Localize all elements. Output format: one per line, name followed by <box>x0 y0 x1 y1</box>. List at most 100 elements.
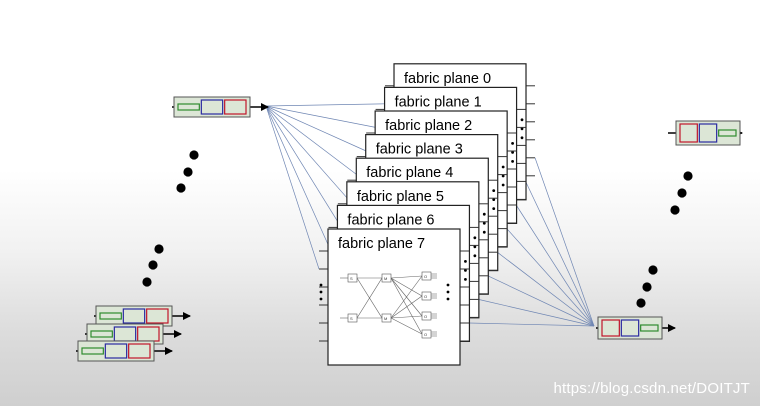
output-link <box>478 299 595 327</box>
input-link <box>265 105 329 246</box>
input-link <box>265 105 367 152</box>
input-link <box>265 105 320 270</box>
watermark-text: https://blog.csdn.net/DOITJT <box>553 380 750 397</box>
input-queue-stack-3 <box>76 340 173 362</box>
port-ellipsis-dot <box>482 212 486 216</box>
output-link <box>487 275 595 327</box>
packet-queues <box>76 96 743 362</box>
output-switch-label: O <box>424 314 427 319</box>
fabric-planes-stack: fabric plane 0 fabric plane 1 fabric plane… <box>319 63 536 366</box>
cell-blue <box>698 123 718 143</box>
ellipsis-dot <box>148 260 158 270</box>
port-ellipsis-dot <box>446 297 450 301</box>
input-switch-label: S <box>350 316 353 321</box>
port-ellipsis-dot <box>492 207 496 211</box>
port-ellipsis-dot <box>464 260 467 263</box>
ellipsis-dot <box>648 265 658 275</box>
port-ellipsis-dot <box>319 283 323 287</box>
cell-blue <box>122 308 146 324</box>
output-link <box>506 228 595 327</box>
cell-blue <box>104 343 128 359</box>
middle-switch-label: M <box>384 316 387 321</box>
port-ellipsis-dot <box>473 254 477 258</box>
output-switch-label: O <box>424 332 427 337</box>
fabric-plane-label: fabric plane 2 <box>385 118 472 134</box>
fabric-plane-7: fabric plane 7 <box>319 228 469 366</box>
port-ellipsis-dot <box>464 269 467 272</box>
ellipsis-dot <box>683 171 693 181</box>
output-switch-label: O <box>424 274 427 279</box>
fabric-links <box>265 103 595 327</box>
port-ellipsis-dot <box>520 118 524 122</box>
middle-switch <box>381 273 392 283</box>
input-switch-label: S <box>350 276 353 281</box>
port-ellipsis-dot <box>482 230 486 234</box>
cell-green <box>177 103 200 111</box>
cell-blue <box>200 99 224 115</box>
port-ellipsis-dot <box>511 151 514 154</box>
port-ellipsis-dot <box>511 160 514 163</box>
output-link <box>468 322 595 327</box>
packet-queue-box <box>77 340 155 362</box>
ellipsis-dot <box>670 205 680 215</box>
ellipsis-dot <box>189 150 199 160</box>
packet-queue-box <box>675 120 741 146</box>
port-ellipsis-dot <box>501 165 505 169</box>
input-switch <box>347 313 358 323</box>
ellipsis-dot <box>183 167 193 177</box>
internal-link <box>390 315 423 319</box>
cell-green <box>99 312 122 320</box>
cell-green <box>718 129 737 137</box>
fabric-plane-box <box>327 228 461 366</box>
internal-link <box>356 277 383 319</box>
internal-link <box>390 277 423 297</box>
ellipsis-dot <box>154 244 164 254</box>
input-link <box>265 105 357 175</box>
cell-red <box>128 343 151 359</box>
output-link <box>534 157 595 327</box>
internal-link <box>390 295 423 319</box>
ellipsis-dots <box>142 150 693 308</box>
port-ellipsis-dot <box>520 136 524 140</box>
port-ellipsis-dot <box>319 290 323 294</box>
output-switch-label: O <box>424 294 427 299</box>
ellipsis-dot <box>176 183 186 193</box>
ellipsis-dot <box>142 277 152 287</box>
internal-link <box>390 275 423 279</box>
fabric-plane-label: fabric plane 4 <box>366 165 453 181</box>
port-ellipsis-dot <box>319 297 323 301</box>
packet-queue-box <box>597 316 663 340</box>
input-switch <box>347 273 358 283</box>
input-link <box>265 103 386 107</box>
cell-red <box>679 123 698 143</box>
ellipsis-dot <box>642 282 652 292</box>
port-ellipsis-dot <box>492 198 496 202</box>
input-link <box>265 105 348 199</box>
cell-red <box>146 308 169 324</box>
cell-red <box>601 319 620 337</box>
fabric-plane-label: fabric plane 7 <box>338 236 425 252</box>
port-ellipsis-dot <box>473 245 477 249</box>
port-ellipsis-dot <box>511 142 514 145</box>
port-ellipsis-dot <box>501 183 505 187</box>
output-link <box>515 204 595 327</box>
internal-link <box>390 317 423 335</box>
output-queue-bottom <box>596 316 676 340</box>
input-queue-stack-1 <box>94 305 191 327</box>
output-queue-top <box>668 120 743 146</box>
internal-link <box>390 275 423 319</box>
internal-link <box>390 277 423 335</box>
input-link <box>265 105 376 128</box>
fabric-plane-label: fabric plane 1 <box>395 94 482 110</box>
cell-blue <box>620 319 640 337</box>
port-ellipsis-dot <box>446 290 450 294</box>
input-link <box>265 105 339 222</box>
port-ellipsis-dot <box>501 174 505 178</box>
ellipsis-dot <box>677 188 687 198</box>
ellipsis-dot <box>636 298 646 308</box>
cell-green <box>81 347 104 355</box>
fabric-plane-label: fabric plane 0 <box>404 71 491 87</box>
port-ellipsis-dot <box>492 189 496 193</box>
